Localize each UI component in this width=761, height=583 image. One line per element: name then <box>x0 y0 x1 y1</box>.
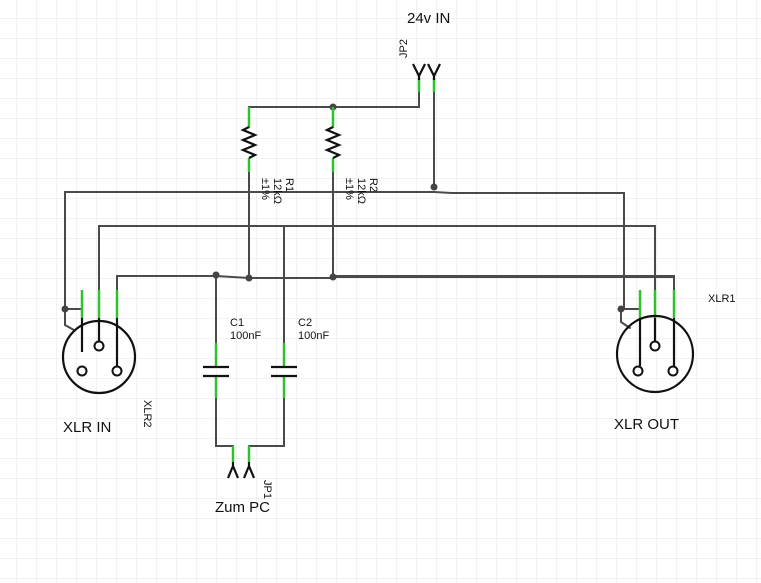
r2-zigzag <box>324 126 342 159</box>
xlr-in-socket-2 <box>93 340 105 352</box>
capacitor-c1: C1 100nF <box>203 317 261 398</box>
junction-node <box>430 183 438 191</box>
xlr-in-housing <box>61 319 137 395</box>
r1-ref: R1 <box>283 178 295 192</box>
xlr-out-housing <box>615 314 695 394</box>
jp1-label: JP1 <box>261 480 273 499</box>
xlr-out-socket-3 <box>667 365 679 377</box>
r2-tolerance: ±1% <box>343 178 355 200</box>
xlr-in-ref: XLR2 <box>141 400 153 428</box>
xlr-in-connector: XLR2 XLR IN <box>61 290 153 436</box>
wire-xlr-out-stub2 <box>620 308 631 329</box>
wires <box>64 91 675 447</box>
r1-value: 12kΩ <box>271 178 283 204</box>
c2-ref: C2 <box>298 317 312 329</box>
junction-node <box>245 274 253 282</box>
xlr-out-ref: XLR1 <box>708 293 736 305</box>
wire-c1-bottom <box>215 394 234 447</box>
jp1-caption: Zum PC <box>215 499 270 516</box>
wire-c2-bottom <box>248 394 285 447</box>
input-title: 24v IN <box>407 10 450 27</box>
wire-xlr-in-stub2 <box>64 308 75 331</box>
jp2-label: JP2 <box>398 39 410 58</box>
xlr-in-caption: XLR IN <box>63 419 111 436</box>
jp1-connector: JP1 Zum PC <box>215 446 273 516</box>
c1-ref: C1 <box>230 317 244 329</box>
jp1-fork-2 <box>242 462 256 479</box>
junction-node <box>61 305 69 313</box>
r2-value: 12kΩ <box>355 178 367 204</box>
wire-bus-top <box>64 191 625 310</box>
jp2-fork-2 <box>427 63 441 80</box>
xlr-out-socket-1 <box>632 365 644 377</box>
xlr-in-socket-1 <box>76 365 88 377</box>
xlr-in-socket-3 <box>111 365 123 377</box>
xlr-out-socket-2 <box>649 340 661 352</box>
r1-zigzag <box>240 126 258 159</box>
c1-value: 100nF <box>230 330 261 342</box>
wire-bus-middle <box>98 225 656 310</box>
jp2-fork-1 <box>412 63 426 80</box>
jp1-fork-1 <box>226 462 240 479</box>
junction-node <box>212 271 220 279</box>
jp2-connector: JP2 24v IN <box>398 10 450 92</box>
xlr-out-connector: XLR1 XLR OUT <box>614 290 736 433</box>
r2-ref: R2 <box>367 178 379 192</box>
junction-node <box>329 273 337 281</box>
r1-tolerance: ±1% <box>259 178 271 200</box>
c2-value: 100nF <box>298 330 329 342</box>
xlr-out-caption: XLR OUT <box>614 416 679 433</box>
resistor-r1: R1 12kΩ ±1% <box>240 107 295 204</box>
resistor-r2: R2 12kΩ ±1% <box>324 107 379 204</box>
junction-node <box>617 305 625 313</box>
capacitor-c2: C2 100nF <box>271 317 329 398</box>
